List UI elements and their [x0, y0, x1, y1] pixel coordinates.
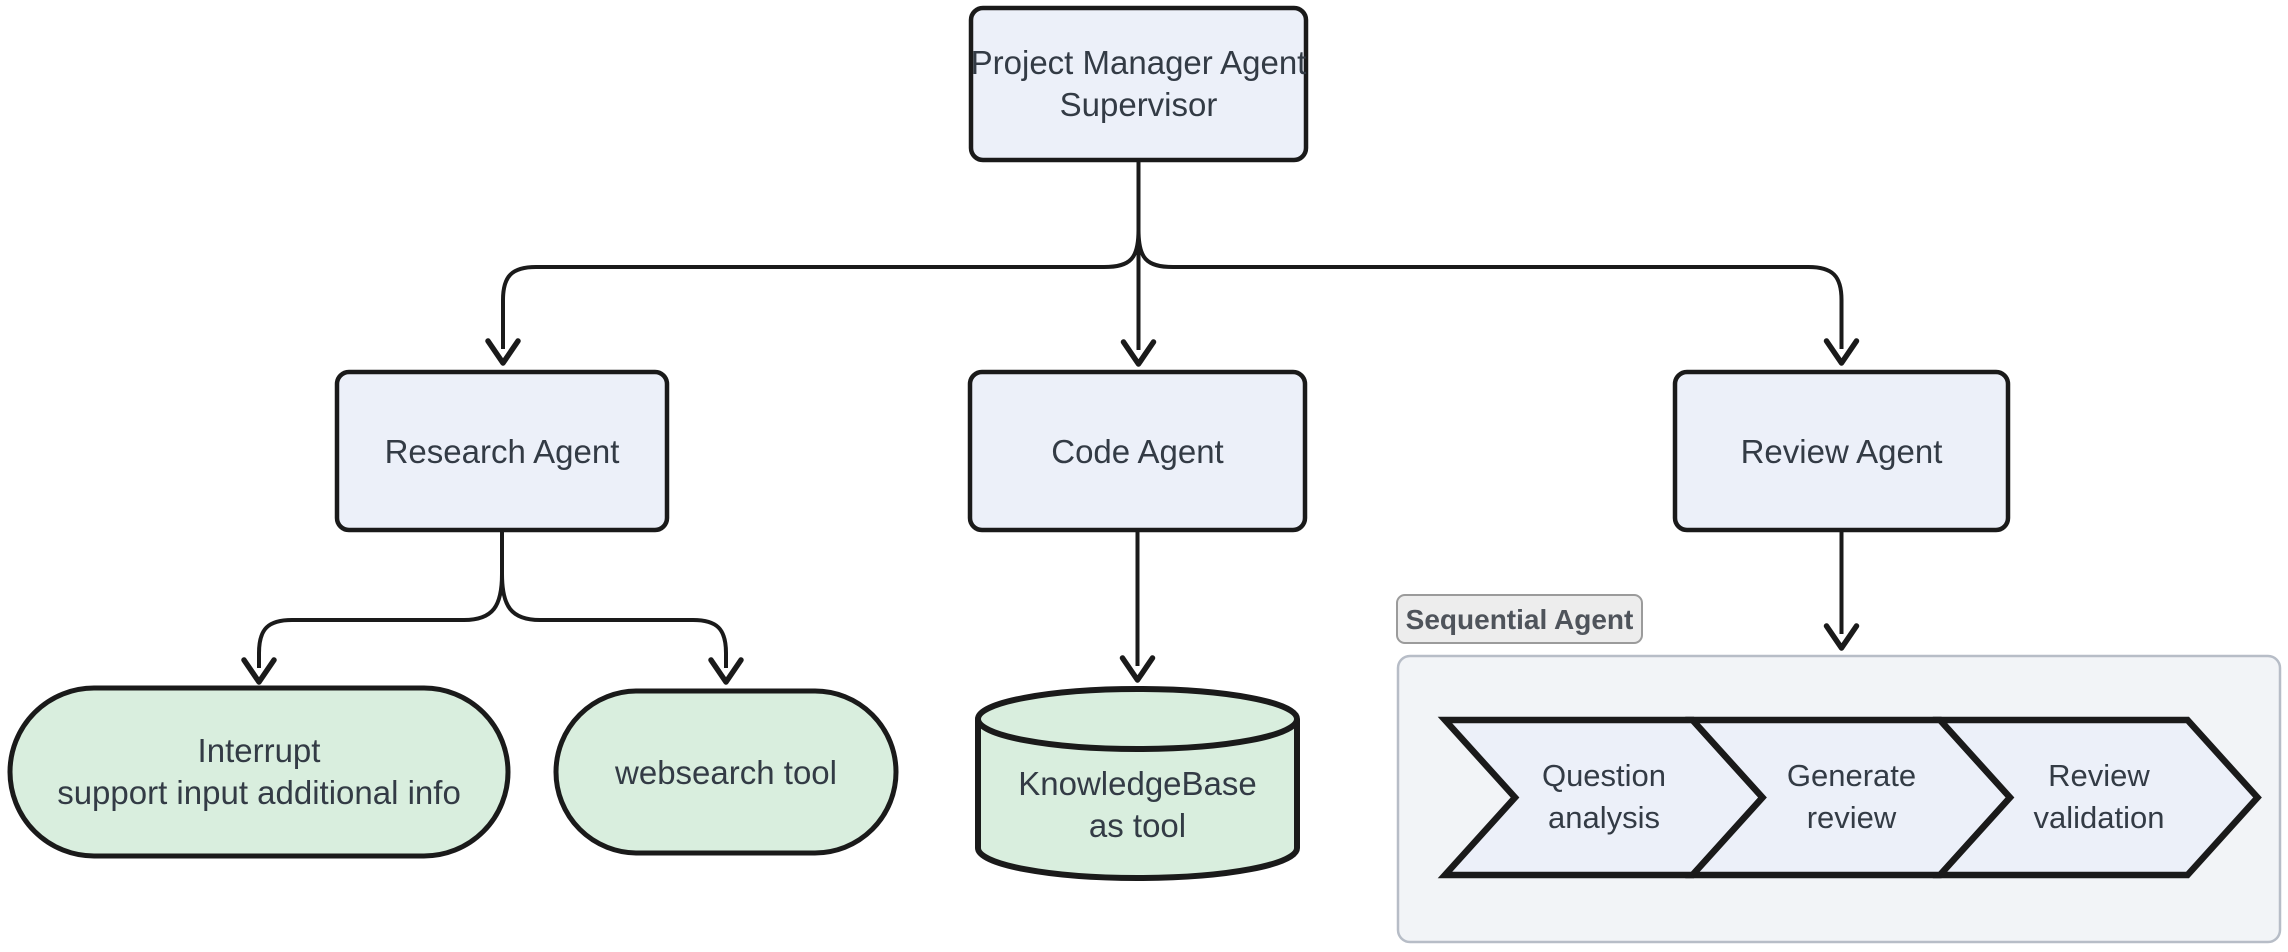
sequential-agent-subgraph: Sequential Agent Question analysis Gener…: [1396, 594, 2282, 944]
review-agent-label: Review Agent: [1741, 433, 1943, 470]
interrupt-label-line-1: Interrupt: [198, 732, 321, 769]
arrowhead-interrupt: [241, 657, 277, 685]
edge-research-interrupt: [257, 530, 504, 668]
interrupt-stadium: [7, 685, 511, 859]
node-interrupt: Interrupt support input additional info: [7, 685, 511, 859]
node-research-agent: Research Agent: [334, 369, 670, 533]
step-1-line-2: analysis: [1548, 800, 1660, 835]
arrowhead-websearch: [708, 657, 744, 685]
code-agent-box: [967, 369, 1308, 533]
step-3-line-1: Review: [2048, 758, 2150, 793]
step-1-line-1: Question: [1542, 758, 1666, 793]
sequential-agent-label-box: [1396, 594, 1643, 644]
node-code-agent: Code Agent: [967, 369, 1308, 533]
step-2-line-1: Generate: [1787, 758, 1916, 793]
arrowhead-code: [1120, 339, 1157, 367]
step-review-validation: Review validation: [1932, 716, 2262, 879]
node-websearch-tool: websearch tool: [553, 688, 899, 856]
sequential-agent-label: Sequential Agent: [1406, 604, 1634, 635]
node-knowledgebase: KnowledgeBase as tool: [975, 686, 1300, 881]
arrowhead-knowledgebase: [1119, 655, 1156, 683]
supervisor-box: [968, 5, 1309, 163]
websearch-stadium: [553, 688, 899, 856]
knowledgebase-cylinder-body: [975, 719, 1300, 881]
edge-supervisor-research: [501, 229, 1141, 349]
knowledgebase-cylinder-top: [975, 686, 1300, 752]
arrowhead-sequential: [1823, 623, 1860, 651]
edge-research-websearch: [500, 530, 728, 668]
supervisor-label-line-1: Project Manager Agent: [971, 44, 1307, 81]
node-review-agent: Review Agent: [1672, 369, 2011, 533]
node-supervisor: Project Manager Agent Supervisor: [968, 5, 1309, 163]
research-agent-box: [334, 369, 670, 533]
supervisor-label-line-2: Supervisor: [1060, 86, 1218, 123]
chevron-shape-3: [1932, 716, 2262, 879]
research-agent-label: Research Agent: [385, 433, 620, 470]
review-agent-box: [1672, 369, 2011, 533]
knowledgebase-label-line-2: as tool: [1089, 807, 1186, 844]
websearch-label: websearch tool: [614, 754, 837, 791]
arrowhead-review: [1823, 338, 1860, 366]
edges: [241, 160, 1860, 685]
code-agent-label: Code Agent: [1051, 433, 1223, 470]
knowledgebase-label-line-1: KnowledgeBase: [1018, 765, 1257, 802]
step-3-line-2: validation: [2034, 800, 2165, 835]
edge-supervisor-review: [1136, 229, 1844, 349]
arrowhead-research: [485, 338, 521, 366]
step-question-analysis: Question analysis: [1437, 716, 1767, 879]
step-2-line-2: review: [1807, 800, 1897, 835]
interrupt-label-line-2: support input additional info: [57, 774, 461, 811]
